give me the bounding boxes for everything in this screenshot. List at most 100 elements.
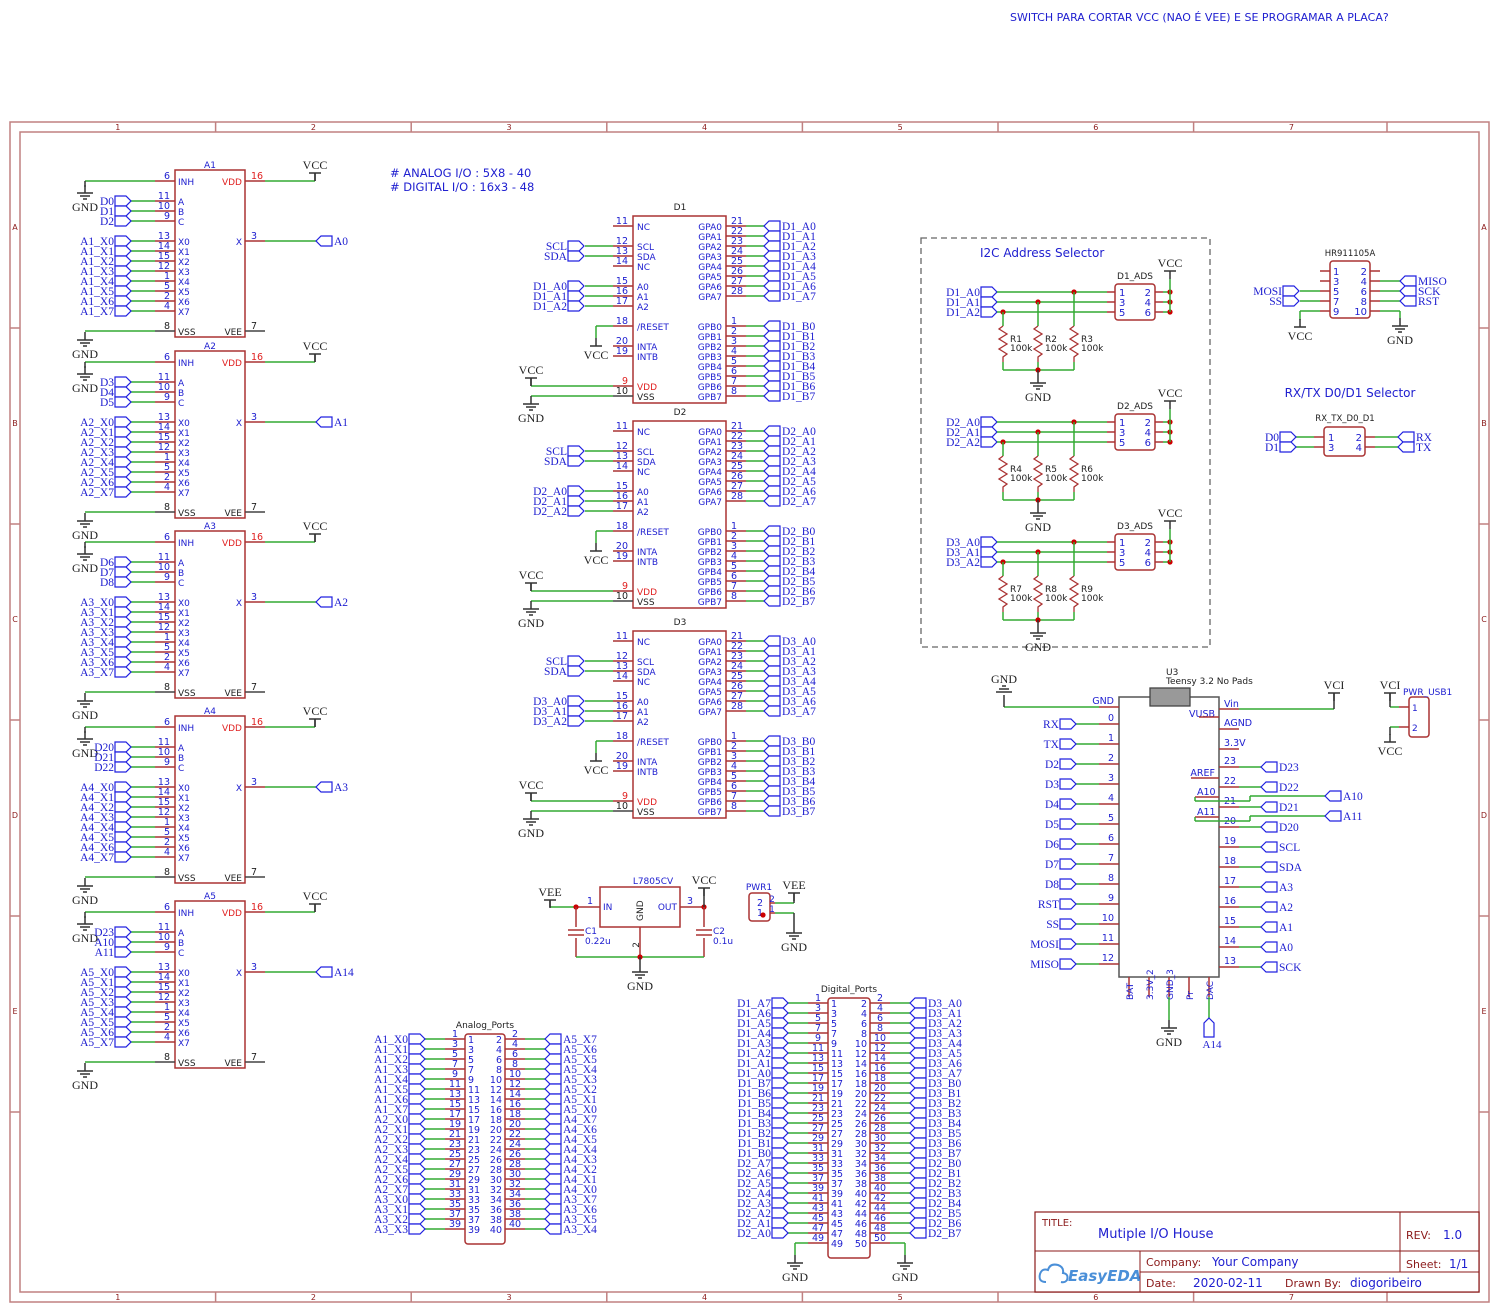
net-label: D7 — [100, 567, 114, 579]
pin-name: 32 — [490, 1185, 502, 1196]
net-label: D2_B7 — [928, 1228, 961, 1240]
pin-number: 10 — [616, 386, 628, 397]
pin-name: GPB2 — [698, 343, 722, 353]
net-port-shape — [544, 1073, 562, 1085]
net-port-shape — [909, 1177, 927, 1189]
pin-name: GPB2 — [698, 548, 722, 558]
net-port-shape — [567, 455, 585, 467]
pin-number: 12 — [616, 651, 628, 662]
pin-number: 27 — [812, 1123, 824, 1134]
pin-name: B — [178, 754, 184, 764]
resistor — [1032, 455, 1044, 492]
pin-number: 24 — [731, 661, 743, 672]
pin-number: 39 — [812, 1183, 824, 1194]
pin-name: 7 — [831, 1029, 837, 1040]
net-port: D1_A1 — [946, 296, 998, 309]
pin-number: 11 — [158, 922, 170, 933]
pin-name: GPB7 — [698, 393, 722, 403]
net-label: D1_A5 — [737, 1018, 771, 1030]
teensy-value: Teensy 3.2 No Pads — [1165, 677, 1253, 687]
pin-name: 25 — [831, 1119, 843, 1130]
net-label: D3_A0 — [782, 636, 816, 648]
pin-name: B — [178, 389, 184, 399]
pin-name: 32 — [855, 1149, 867, 1160]
pin-number: 5 — [1108, 813, 1114, 824]
net-port: D1_A7 — [763, 290, 816, 303]
mux-body — [174, 350, 246, 519]
net-label: A3_X7 — [80, 667, 114, 679]
row-label: D — [12, 811, 18, 820]
net-port-shape — [763, 645, 781, 657]
comment-analog: # ANALOG I/O : 5X8 - 40 — [390, 166, 531, 180]
pin-number: 19 — [812, 1083, 824, 1094]
pin-number: 15 — [158, 432, 170, 443]
pin-name: X4 — [178, 824, 190, 834]
net-port-shape — [114, 636, 132, 648]
net-label: A3_X1 — [374, 1204, 408, 1216]
pin-number: 4 — [731, 551, 737, 562]
net-port-shape — [980, 296, 998, 308]
pin-number: 2 — [1145, 538, 1151, 549]
net-label: D2_A0 — [533, 486, 567, 498]
net-port-shape — [567, 505, 585, 517]
net-label: D2_A2 — [782, 446, 816, 458]
pin-name: X4 — [178, 1009, 190, 1019]
net-port: D1_B6 — [738, 1087, 789, 1100]
gnd-label: GND — [1156, 1035, 1182, 1049]
pin-number: 30 — [874, 1133, 886, 1144]
pin-name: 11 — [468, 1085, 480, 1096]
net-port: A4_X0 — [544, 1183, 597, 1196]
pin-name: X1 — [178, 429, 190, 439]
pin-name: 43 — [831, 1209, 843, 1220]
net-port-shape — [408, 1193, 426, 1205]
net-port: D0 — [1265, 431, 1297, 444]
pin-number: 4 — [877, 1003, 883, 1014]
net-label: D3_A0 — [533, 696, 567, 708]
net-port-shape — [567, 715, 585, 727]
net-label: D1_A1 — [782, 231, 816, 243]
net-label: D2_B6 — [928, 1218, 961, 1230]
resistor-value: 100k — [1081, 594, 1104, 604]
pin-name: 24 — [855, 1109, 867, 1120]
pin-number: 21 — [731, 631, 743, 642]
net-port-shape — [980, 436, 998, 448]
net-label: A1_X7 — [80, 306, 114, 318]
net-port: A5_X4 — [80, 1006, 132, 1019]
net-port: D23 — [1260, 761, 1299, 774]
pin-number: 6 — [731, 366, 737, 377]
net-label: A1_X7 — [374, 1104, 408, 1116]
net-label: A10 — [1343, 791, 1363, 803]
net-port-shape — [114, 646, 132, 658]
net-label: D1_A7 — [782, 291, 816, 303]
pin-number: 23 — [812, 1103, 824, 1114]
pin-number: 1 — [731, 521, 737, 532]
net-port: D2_A3 — [763, 455, 816, 468]
net-port: D1 — [100, 205, 132, 218]
pin-number: 11 — [616, 421, 628, 432]
pin-number: 7 — [731, 791, 737, 802]
pin-name: VDD — [637, 798, 657, 808]
pin-name: GPB4 — [698, 363, 723, 373]
net-label: SS — [1269, 296, 1282, 308]
pin-name: 50 — [855, 1239, 867, 1250]
net-port: A2_X6 — [374, 1173, 426, 1186]
pin-name: GPA2 — [698, 448, 722, 458]
net-label: A2_X4 — [374, 1154, 408, 1166]
pin-number: 8 — [512, 1059, 518, 1070]
pin-number: 22 — [731, 641, 743, 652]
pin-name: SDA — [637, 668, 656, 678]
net-label: A4_X7 — [563, 1114, 597, 1126]
pin-number: 26 — [731, 681, 743, 692]
mux-ref: A1 — [204, 161, 216, 171]
pin-name: 47 — [831, 1229, 843, 1240]
power-label: VCC — [519, 778, 544, 792]
net-port: A4_X1 — [544, 1173, 597, 1186]
pin-name: NC — [637, 638, 650, 648]
net-label: D2_A6 — [782, 486, 816, 498]
net-port-shape — [763, 340, 781, 352]
net-port-shape — [567, 280, 585, 292]
net-port-shape — [909, 1137, 927, 1149]
